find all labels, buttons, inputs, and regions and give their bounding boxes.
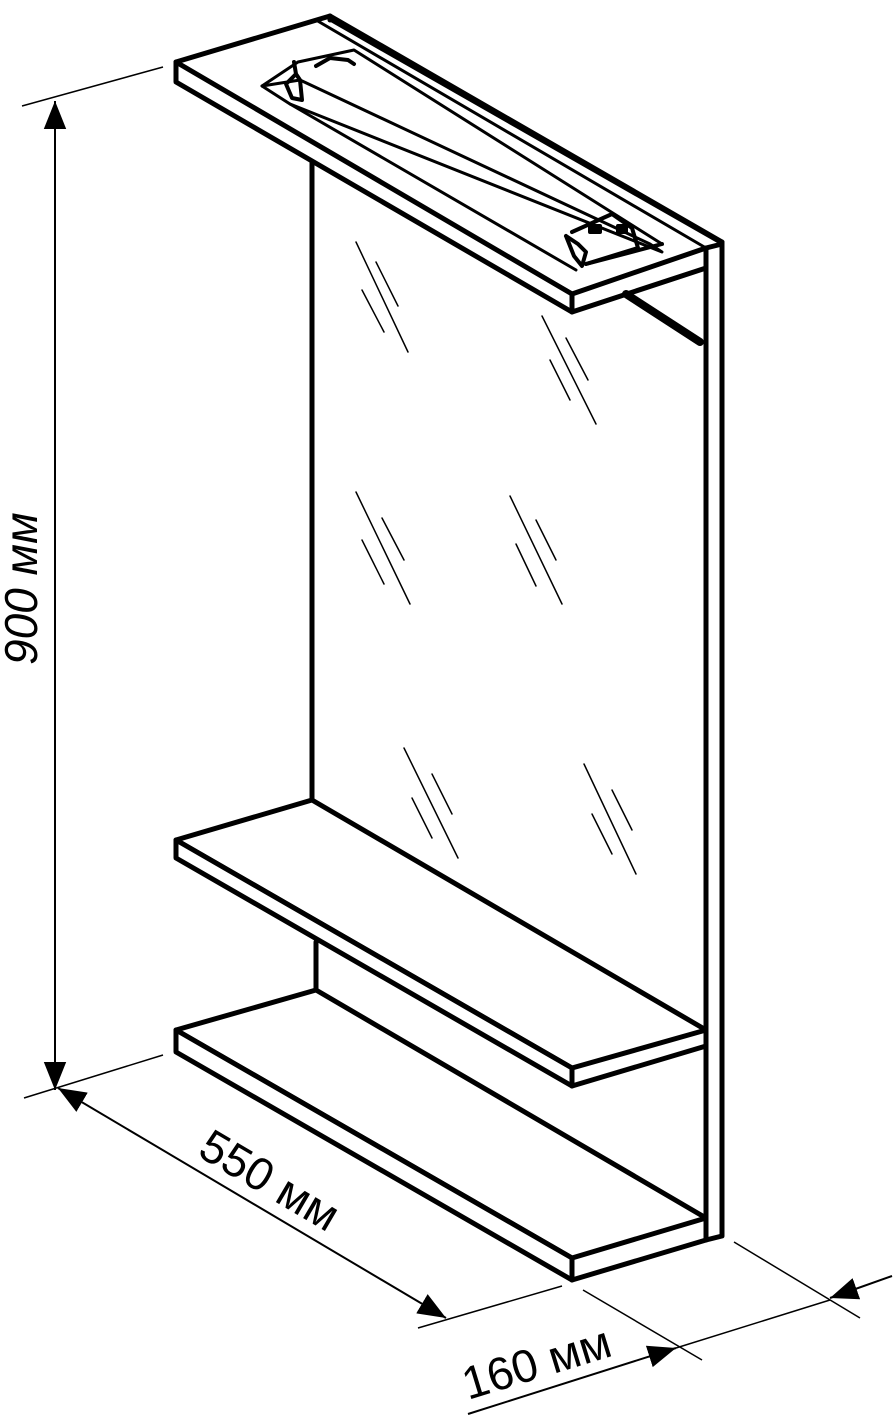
depth-label: 160 мм bbox=[456, 1315, 617, 1409]
depth-dimension-line-right bbox=[675, 1299, 831, 1349]
height-extension-bottom bbox=[23, 1054, 164, 1099]
depth-dimension-line-left bbox=[467, 1345, 677, 1415]
height-dimension bbox=[21, 66, 164, 1099]
depth-extension-right bbox=[733, 1241, 861, 1319]
depth-extension-left bbox=[582, 1289, 703, 1361]
depth-dimension bbox=[467, 1241, 893, 1415]
cabinet bbox=[173, 13, 725, 1283]
right-side-panel bbox=[703, 239, 725, 1243]
height-extension-top bbox=[21, 66, 164, 107]
mirror-panel bbox=[309, 159, 704, 803]
width-extension-right bbox=[417, 1285, 563, 1329]
bottom-shelf bbox=[173, 987, 709, 1283]
middle-shelf bbox=[173, 797, 709, 1089]
lamp bbox=[260, 48, 664, 272]
width-dimension-line bbox=[57, 1087, 447, 1319]
mirror-reflections bbox=[355, 241, 637, 875]
height-label: 900 мм bbox=[0, 512, 47, 665]
depth-dimension-line-outer bbox=[829, 1275, 893, 1300]
width-dimension bbox=[57, 1087, 563, 1329]
